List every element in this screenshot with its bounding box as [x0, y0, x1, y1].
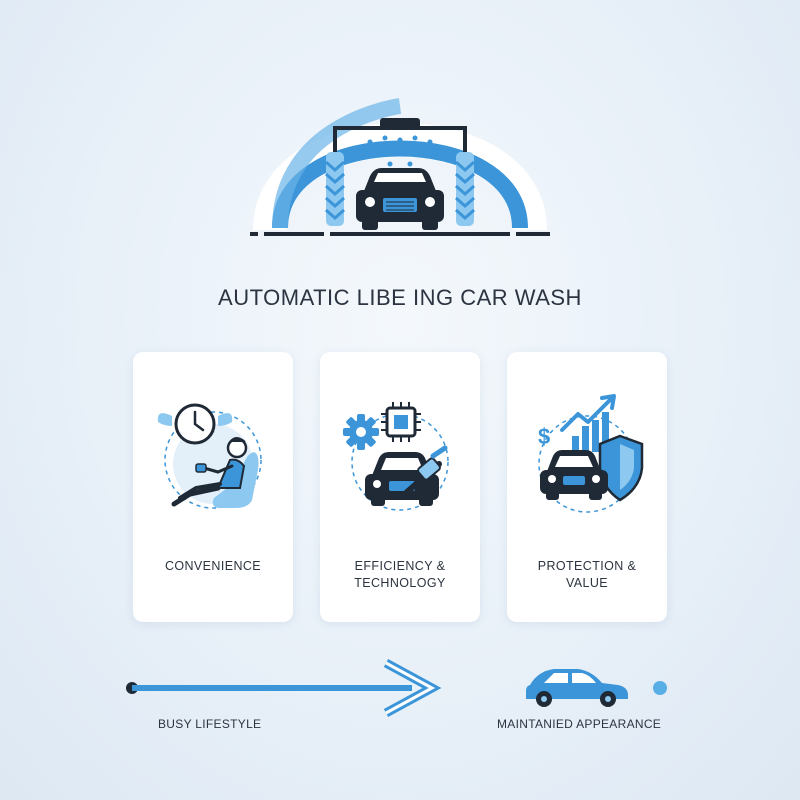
- flow-start-label: BUSY LIFESTYLE: [158, 717, 262, 731]
- card-label: PROTECTION & VALUE: [537, 559, 637, 590]
- blue-car-icon: [526, 669, 628, 707]
- svg-text:$: $: [538, 424, 550, 449]
- car-chip-gear-icon: [343, 402, 449, 511]
- card-label: CONVENIENCE: [164, 559, 262, 573]
- card-convenience: CONVENIENCE: [133, 352, 293, 622]
- person-relaxing-clock-icon: [157, 403, 262, 509]
- flow-arrow: [126, 659, 667, 717]
- car-wash-arch-icon: [250, 98, 550, 236]
- page-title: AUTOMATIC LIBE ING CAR WASH: [218, 285, 582, 310]
- card-protection-value: $ PROTECTION & VALUE: [507, 352, 667, 622]
- end-dot: [653, 681, 667, 695]
- card-label: EFFICIENCY & TECHNOLOGY: [354, 559, 446, 590]
- car-shield-growth-icon: $: [538, 394, 644, 513]
- card-efficiency-technology: EFFICIENCY & TECHNOLOGY: [320, 352, 480, 622]
- flow-end-label: MAINTANIED APPEARANCE: [497, 717, 662, 731]
